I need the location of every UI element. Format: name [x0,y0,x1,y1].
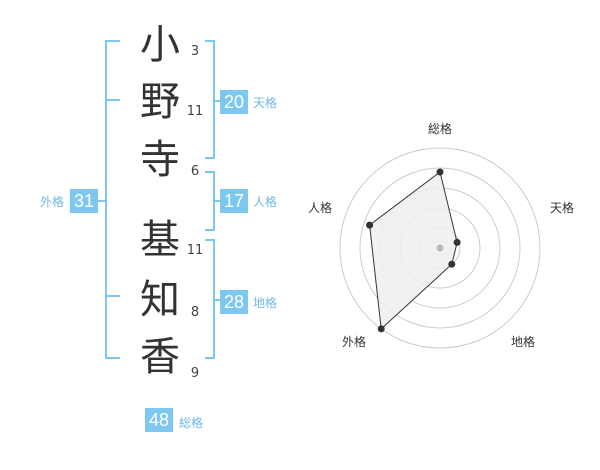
jinkaku-bracket [205,171,221,231]
gaikaku-bracket [96,40,120,359]
soukaku-label: 総格 [179,416,204,430]
radar-axis-label-soukaku: 総格 [428,122,453,136]
stroke-count-1: 3 [190,44,200,59]
radar-center-dot [436,244,444,252]
stroke-count-3: 6 [190,164,200,179]
radar-grid-ring-5 [339,147,541,349]
radar-axis-label-chikaku: 地格 [511,335,536,349]
stroke-count-4: 11 [186,243,204,258]
name-char-1: 小 [140,22,180,68]
stroke-count-2: 11 [186,104,204,119]
name-char-3: 寺 [140,137,180,183]
chikaku-label: 地格 [253,296,278,310]
radar-grid-ring-4 [359,167,521,329]
radar-point-2 [453,238,461,246]
radar-point-5 [366,221,374,229]
name-char-6: 香 [140,334,180,380]
radar-axis-label-gaikaku: 外格 [342,335,367,349]
tenkaku-bracket [205,40,221,159]
soukaku-badge: 48 [145,408,173,432]
gaikaku-label: 外格 [40,195,65,209]
gaikaku-badge: 31 [70,189,98,213]
chikaku-bracket [205,239,221,359]
radar-axis-label-jinkaku: 人格 [308,201,333,215]
tenkaku-badge: 20 [220,90,248,114]
name-char-5: 知 [140,277,180,323]
radar-point-4 [377,325,385,333]
jinkaku-badge: 17 [220,189,248,213]
tenkaku-label: 天格 [253,96,278,110]
radar-point-1 [436,168,444,176]
name-char-2: 野 [140,79,180,125]
stroke-count-6: 9 [190,366,200,381]
radar-value-polygon [369,171,458,330]
radar-axis-label-tenkaku: 天格 [550,201,575,215]
name-char-4: 基 [140,217,180,263]
chikaku-badge: 28 [220,290,248,314]
stroke-count-5: 8 [190,305,200,320]
radar-point-3 [448,260,456,268]
jinkaku-label: 人格 [253,195,278,209]
